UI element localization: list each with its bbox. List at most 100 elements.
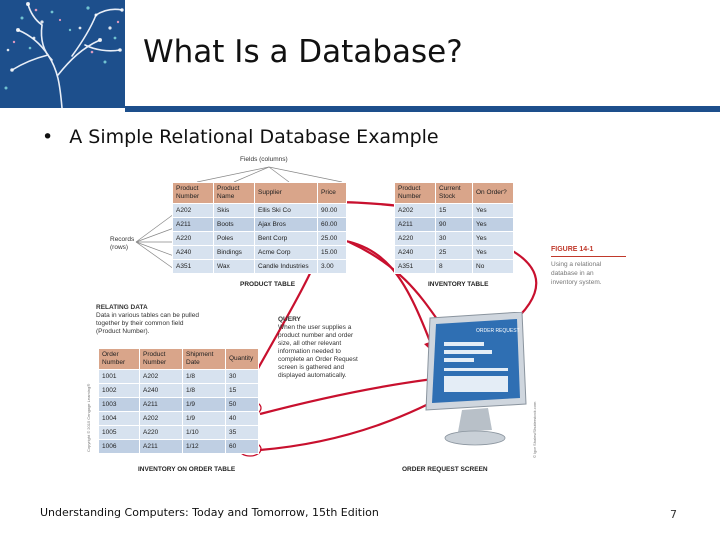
table-cell: A240 xyxy=(139,383,183,398)
column-header: Supplier xyxy=(254,182,318,204)
query-line: When the user supplies a xyxy=(278,324,352,331)
table-cell: A202 xyxy=(394,203,436,218)
column-header-text: Shipment xyxy=(186,351,214,358)
column-header-text: Order xyxy=(102,351,119,358)
slide-title: What Is a Database? xyxy=(143,34,463,70)
column-header: Price xyxy=(317,182,347,204)
column-header-text: Product xyxy=(143,351,166,358)
table-cell: 90.00 xyxy=(317,203,347,218)
records-label: Records (rows) xyxy=(110,236,134,252)
table-cell: 1005 xyxy=(98,425,140,440)
table-cell: A351 xyxy=(172,259,214,274)
column-header: Quantity xyxy=(225,348,259,370)
column-header-text: Product xyxy=(176,185,199,192)
table-cell: 1/8 xyxy=(182,369,226,384)
query-heading: QUERY xyxy=(278,316,301,323)
column-header-text: Current xyxy=(439,185,461,192)
table-cell: Poles xyxy=(213,231,255,246)
table-cell: Yes xyxy=(472,203,514,218)
table-cell: 60 xyxy=(225,439,259,454)
order-table-caption: INVENTORY ON ORDER TABLE xyxy=(138,466,236,473)
column-header-text: Product xyxy=(217,185,240,192)
query-line: information needed to xyxy=(278,348,341,355)
table-cell: 1001 xyxy=(98,369,140,384)
figure-description: Using a relational database in an invent… xyxy=(551,260,631,287)
table-cell: Acme Corp xyxy=(254,245,318,260)
table-cell: A240 xyxy=(172,245,214,260)
table-cell: 30 xyxy=(225,369,259,384)
table-cell: 3.00 xyxy=(317,259,347,274)
computer-monitor: ORDER REQUEST xyxy=(422,311,528,454)
column-header-text: Supplier xyxy=(258,189,282,196)
table-cell: Ellis Ski Co xyxy=(254,203,318,218)
monitor-icon xyxy=(425,311,527,446)
table-cell: 60.00 xyxy=(317,217,347,232)
copyright-credit: Copyright © 2015 Cengage Learning® xyxy=(86,383,91,452)
table-cell: 35 xyxy=(225,425,259,440)
title-divider xyxy=(125,106,720,112)
table-cell: 50 xyxy=(225,397,259,412)
query-line: product number and order xyxy=(278,332,354,339)
column-header-text: On Order? xyxy=(476,189,507,196)
query-line: displayed automatically. xyxy=(278,372,347,379)
table-cell: 25.00 xyxy=(317,231,347,246)
table-cell: A211 xyxy=(172,217,214,232)
table-cell: Skis xyxy=(213,203,255,218)
table-cell: 1004 xyxy=(98,411,140,426)
records-label-line: (rows) xyxy=(110,244,129,251)
table-cell: 40 xyxy=(225,411,259,426)
table-cell: Candle Industries xyxy=(254,259,318,274)
bullet-item: •A Simple Relational Database Example xyxy=(42,126,439,148)
table-cell: Yes xyxy=(472,245,514,260)
table-cell: Bent Corp xyxy=(254,231,318,246)
screen-caption: ORDER REQUEST SCREEN xyxy=(402,466,488,473)
page-number: 7 xyxy=(670,508,677,521)
table-cell: Ajax Bros xyxy=(254,217,318,232)
table-cell: 1/8 xyxy=(182,383,226,398)
figure-description-line: Using a relational xyxy=(551,261,602,268)
column-header: On Order? xyxy=(472,182,514,204)
table-cell: 1/9 xyxy=(182,397,226,412)
table-cell: Bindings xyxy=(213,245,255,260)
table-cell: A351 xyxy=(394,259,436,274)
inventory-table-caption: INVENTORY TABLE xyxy=(428,281,489,288)
fields-label: Fields (columns) xyxy=(240,156,288,163)
figure-label: FIGURE 14-1 xyxy=(551,246,594,253)
query-line: size, all other relevant xyxy=(278,340,342,347)
table-cell: 1002 xyxy=(98,383,140,398)
column-header-text: Quantity xyxy=(229,355,254,362)
column-header-text: Price xyxy=(321,189,336,196)
table-cell: 1/12 xyxy=(182,439,226,454)
table-cell: Wax xyxy=(213,259,255,274)
column-header-text: Date xyxy=(186,359,200,366)
table-cell: A220 xyxy=(172,231,214,246)
table-cell: A220 xyxy=(394,231,436,246)
query-line: screen is gathered and xyxy=(278,364,345,371)
table-cell: A202 xyxy=(172,203,214,218)
table-cell: A240 xyxy=(394,245,436,260)
column-header-text: Number xyxy=(102,359,126,366)
bullet-dot: • xyxy=(42,126,54,148)
relating-data-line: Data in various tables can be pulled xyxy=(96,312,199,319)
query-note: QUERY When the user supplies a product n… xyxy=(278,316,388,380)
table-cell: Yes xyxy=(472,231,514,246)
table-cell: A202 xyxy=(139,369,183,384)
table-cell: 15 xyxy=(225,383,259,398)
column-header-text: Name xyxy=(217,193,235,200)
